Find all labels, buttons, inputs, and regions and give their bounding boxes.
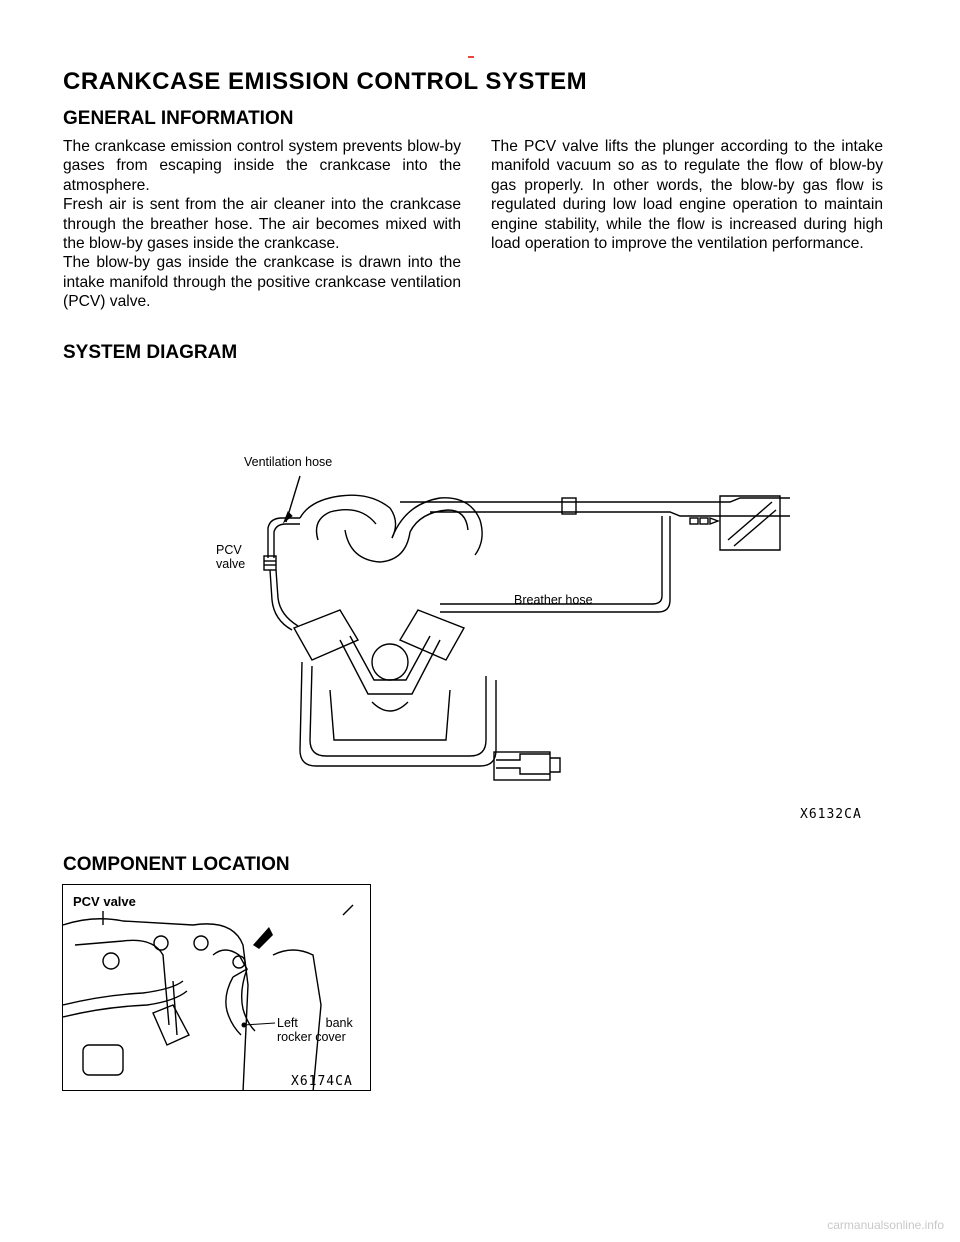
left-bank-label-line1: Left bank — [277, 1016, 353, 1030]
system-diagram-heading: SYSTEM DIAGRAM — [63, 342, 238, 363]
general-information-heading: GENERAL INFORMATION — [63, 108, 294, 129]
system-diagram: Ventilation hose PCV valve Breather hose… — [216, 455, 862, 822]
page-title: CRANKCASE EMISSION CONTROL SYSTEM — [63, 68, 588, 95]
footer-watermark: carmanualsonline.info — [827, 1218, 944, 1232]
pcv-valve-photo-label: PCV valve — [73, 894, 136, 909]
gi-paragraph-2: Fresh air is sent from the air cleaner i… — [63, 196, 461, 253]
gi-paragraph-4: The PCV valve lifts the plunger accordin… — [491, 138, 883, 253]
pcv-valve-label-line1: PCV — [216, 543, 242, 557]
pcv-valve-label-line2: valve — [216, 557, 245, 571]
gi-paragraph-3: The blow-by gas inside the crankcase is … — [63, 254, 461, 311]
component-photo-code: X6174CA — [291, 1074, 353, 1089]
system-diagram-code: X6132CA — [800, 807, 862, 822]
breather-hose-label: Breather hose — [514, 593, 593, 607]
top-mark — [468, 56, 474, 58]
general-information-right-column: The PCV valve lifts the plunger accordin… — [491, 137, 883, 253]
general-information-left-column: The crankcase emission control system pr… — [63, 137, 461, 312]
engine-photo-illustration: PCV valve Left bank rocker cover X6174CA — [63, 885, 370, 1090]
ventilation-hose-label: Ventilation hose — [244, 455, 332, 469]
component-location-heading: COMPONENT LOCATION — [63, 854, 290, 875]
component-location-photo: PCV valve Left bank rocker cover X6174CA — [62, 884, 371, 1091]
left-bank-label-line2: rocker cover — [277, 1030, 346, 1044]
gi-paragraph-1: The crankcase emission control system pr… — [63, 138, 461, 194]
